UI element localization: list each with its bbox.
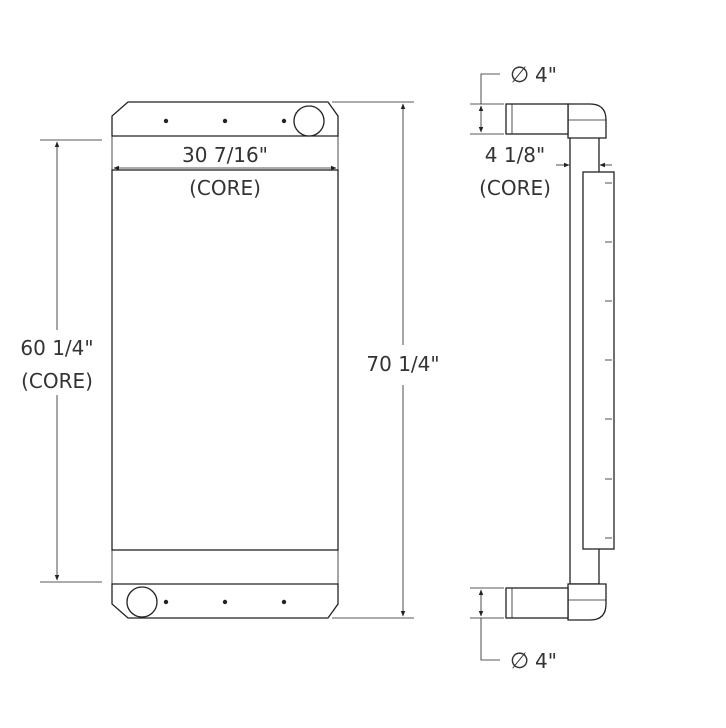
depth-dimension <box>556 140 612 170</box>
depth-core-note: (CORE) <box>479 176 551 200</box>
inlet-elbow <box>567 103 607 139</box>
outlet-port-circle <box>126 586 158 618</box>
bottom-tank-bolt-2 <box>222 599 228 605</box>
top-tank-bolt-3 <box>281 118 287 124</box>
outlet-elbow <box>567 583 607 621</box>
height-core-note: (CORE) <box>21 369 93 393</box>
inlet-diameter-label: 4" <box>535 63 557 87</box>
side-plate-fasteners <box>605 182 612 539</box>
bottom-tank-side <box>111 550 339 584</box>
width-core-label: 30 7/16" <box>182 143 268 167</box>
core-height-dimension <box>40 139 102 583</box>
overall-height-dimension <box>332 101 414 619</box>
side-plate <box>582 171 615 550</box>
depth-core-label: 4 1/8" <box>485 143 545 167</box>
top-tank-side <box>111 136 339 170</box>
top-tank-bolt-1 <box>163 118 169 124</box>
radiator-core <box>111 169 339 551</box>
width-core-note: (CORE) <box>189 176 261 200</box>
overall-height-label: 70 1/4" <box>366 352 439 376</box>
outlet-pipe <box>505 587 569 619</box>
inlet-pipe <box>505 103 569 135</box>
front-view <box>111 101 339 619</box>
inlet-port-circle <box>293 105 325 137</box>
outlet-diameter-symbol: ∅ <box>510 649 529 674</box>
inlet-diameter-symbol: ∅ <box>510 63 529 88</box>
bottom-tank-bolt-3 <box>281 599 287 605</box>
height-core-label: 60 1/4" <box>20 336 93 360</box>
side-view <box>505 103 615 621</box>
top-tank-bolt-2 <box>222 118 228 124</box>
bottom-tank-bolt-1 <box>163 599 169 605</box>
inlet-diameter-dimension <box>470 73 504 135</box>
outlet-diameter-label: 4" <box>535 649 557 673</box>
outlet-diameter-dimension <box>470 587 504 661</box>
